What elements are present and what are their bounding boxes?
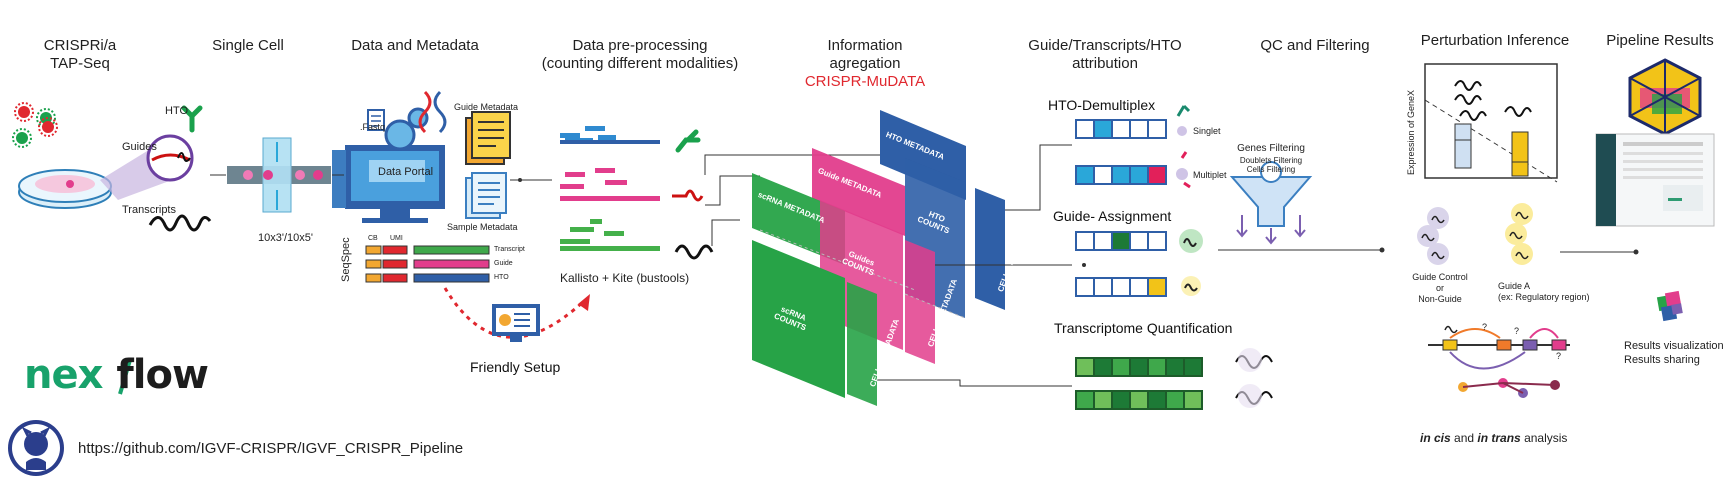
label-row-hto: HTO xyxy=(494,274,509,281)
label-transcriptome: Transcriptome Quantification xyxy=(1054,320,1233,336)
label-q1: ? xyxy=(1482,322,1488,332)
guide-cell-green-icon xyxy=(1179,229,1203,253)
petri-dish-icon xyxy=(18,140,172,209)
label-guide-assignment: Guide- Assignment xyxy=(1053,208,1172,224)
label-results-share: Results sharing xyxy=(1624,354,1700,366)
setup-arc xyxy=(443,287,587,339)
guide-count-bars xyxy=(560,168,660,201)
label-seqspec: SeqSpec xyxy=(340,237,352,282)
sample-metadata-doc-icon xyxy=(465,172,507,219)
label-chip: 10x3'/10x5' xyxy=(258,232,313,244)
label-q3: ? xyxy=(1556,351,1562,361)
hto-count-bars xyxy=(560,126,660,144)
seqspec-bars xyxy=(365,245,490,283)
header-crispr: CRISPRi/a TAP-Seq xyxy=(43,37,117,72)
hto-demux-boxes xyxy=(1075,119,1167,185)
label-cells-filtering: Cells Filtering xyxy=(1246,165,1296,174)
header-single-cell: Single Cell xyxy=(212,37,284,54)
header-data-metadata: Data and Metadata xyxy=(351,37,479,54)
label-row-transcript: Transcript xyxy=(494,246,525,253)
microfluidic-chip-icon xyxy=(227,137,331,213)
header-perturbation: Perturbation Inference xyxy=(1420,32,1570,49)
label-expression-axis: Expression of GeneX xyxy=(1406,89,1416,175)
label-cb: CB xyxy=(368,235,378,242)
label-guide-a: Guide A (ex: Regulatory region) xyxy=(1498,281,1590,302)
label-guides: Guides xyxy=(122,141,157,153)
transcript-icon-right xyxy=(674,244,714,260)
multiplet-cell-icon xyxy=(1176,168,1188,180)
hto-antibody-icon xyxy=(181,105,203,133)
guide-assign-boxes xyxy=(1075,231,1167,297)
label-genes-filtering: Genes Filtering xyxy=(1237,143,1305,154)
github-repo-link[interactable]: https://github.com/IGVF-CRISPR/IGVF_CRIS… xyxy=(78,440,464,457)
label-guide-metadata: Guide Metadata xyxy=(454,102,519,112)
header-info-aggregation: Information agregation xyxy=(827,37,903,72)
guide-icon-right xyxy=(672,189,704,202)
header-attribution: Guide/Transcripts/HTO attribution xyxy=(1028,37,1182,72)
github-icon xyxy=(8,420,64,476)
label-doublets-filtering: Doublets Filtering xyxy=(1239,156,1303,165)
label-singlet: Singlet xyxy=(1193,126,1221,136)
hto-icon-right xyxy=(675,129,701,153)
scrna-count-bars xyxy=(560,219,660,251)
nextflow-slash xyxy=(118,359,132,395)
friendly-setup-monitor-icon xyxy=(492,304,540,342)
transcriptome-boxes xyxy=(1075,357,1203,410)
label-friendly-setup: Friendly Setup xyxy=(470,359,561,375)
label-umi: UMI xyxy=(390,235,403,242)
mudata-panels xyxy=(752,110,1005,406)
label-results-viz: Results visualization xyxy=(1624,340,1724,352)
transcript-squiggle-icon xyxy=(148,214,212,232)
data-portal-computer-icon xyxy=(332,90,447,223)
results-visualization-icon xyxy=(1656,290,1683,322)
label-row-guide: Guide xyxy=(494,260,513,267)
label-cis-trans: in cis and in trans analysis xyxy=(1420,431,1568,445)
guide-metadata-doc-icon xyxy=(465,111,511,165)
guide-a-cells-icon xyxy=(1505,203,1533,265)
filter-funnel-icon xyxy=(1229,161,1313,245)
header-results: Pipeline Results xyxy=(1606,32,1714,49)
label-sample-metadata: Sample Metadata xyxy=(447,222,518,232)
label-hto: HTO xyxy=(165,105,189,117)
label-q2: ? xyxy=(1514,326,1520,336)
virus-particles-icon xyxy=(12,102,58,148)
cell-zoom-icon xyxy=(146,134,194,182)
header-crispr-mudata: CRISPR-MuDATA xyxy=(804,73,926,90)
label-data-portal: Data Portal xyxy=(378,166,434,178)
cis-trans-diagram xyxy=(1428,325,1570,398)
label-kallisto: Kallisto + Kite (bustools) xyxy=(560,271,690,285)
label-multiplet: Multiplet xyxy=(1193,170,1227,180)
guide-control-cells-icon xyxy=(1417,207,1449,265)
perturbation-plot xyxy=(1424,63,1558,183)
label-transcripts: Transcripts xyxy=(122,204,176,216)
label-hto-demux: HTO-Demultiplex xyxy=(1048,97,1156,113)
results-dashboard-screens xyxy=(1595,133,1715,227)
header-preprocessing: Data pre-processing (counting different … xyxy=(541,37,739,72)
label-fastq: .Fastq xyxy=(360,122,386,132)
results-cube-icon xyxy=(1628,58,1702,136)
singlet-cell-icon xyxy=(1177,126,1187,136)
header-qc: QC and Filtering xyxy=(1260,37,1370,54)
singlet-antibody-icon xyxy=(1176,104,1191,117)
label-guide-control: Guide Control or Non-Guide xyxy=(1412,272,1468,304)
